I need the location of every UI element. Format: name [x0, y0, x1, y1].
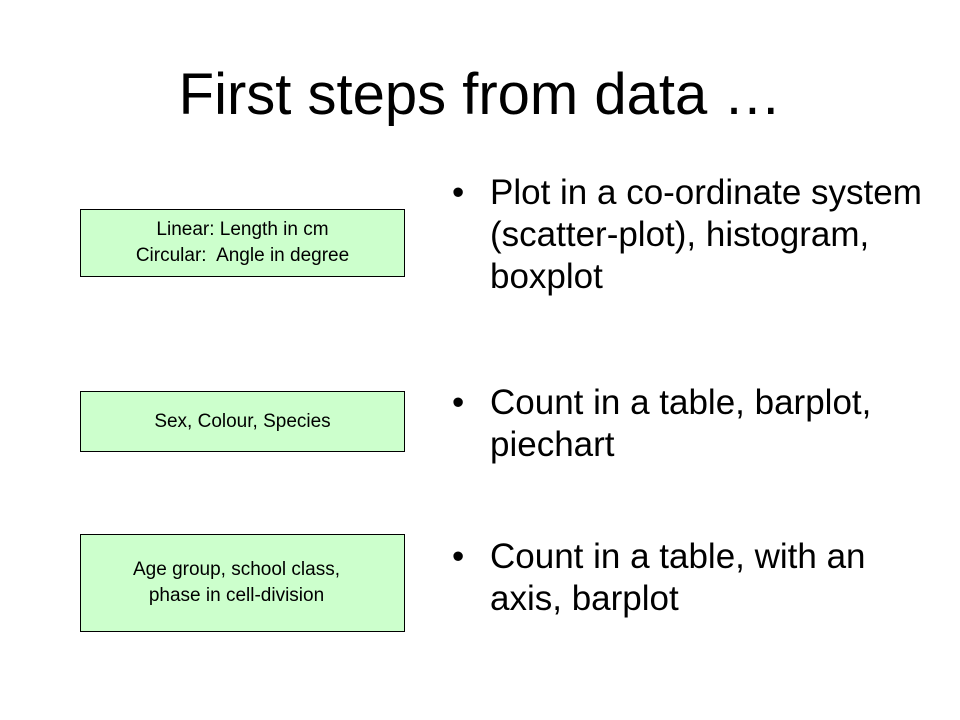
box-line: Circular: Angle in degree: [135, 245, 350, 266]
box-line: Linear: Length in cm: [156, 219, 329, 240]
bullet-text: Plot in a co-ordinate system (scatter-pl…: [490, 173, 922, 296]
bullet-mark: •: [452, 383, 465, 422]
box-line: phase in cell-division: [148, 585, 325, 606]
bullet-mark: •: [452, 537, 465, 576]
bullet-mark: •: [452, 173, 465, 212]
bullet-text: Count in a table, with an axis, barplot: [490, 537, 866, 618]
bullet-item: • Count in a table, with an axis, barplo…: [452, 536, 952, 620]
data-type-box-continuous: Linear: Length in cm Circular: Angle in …: [80, 209, 405, 277]
data-type-box-nominal: Sex, Colour, Species: [80, 391, 405, 452]
box-line: Sex, Colour, Species: [154, 410, 331, 432]
data-type-box-ordinal: Age group, school class, phase in cell-d…: [80, 534, 405, 632]
bullet-text: Count in a table, barplot, piechart: [490, 383, 872, 464]
slide-title: First steps from data …: [178, 62, 782, 127]
box-line: Age group, school class,: [132, 559, 340, 580]
bullet-item: • Plot in a co-ordinate system (scatter-…: [452, 172, 952, 298]
bullet-item: • Count in a table, barplot, piechart: [452, 382, 952, 466]
